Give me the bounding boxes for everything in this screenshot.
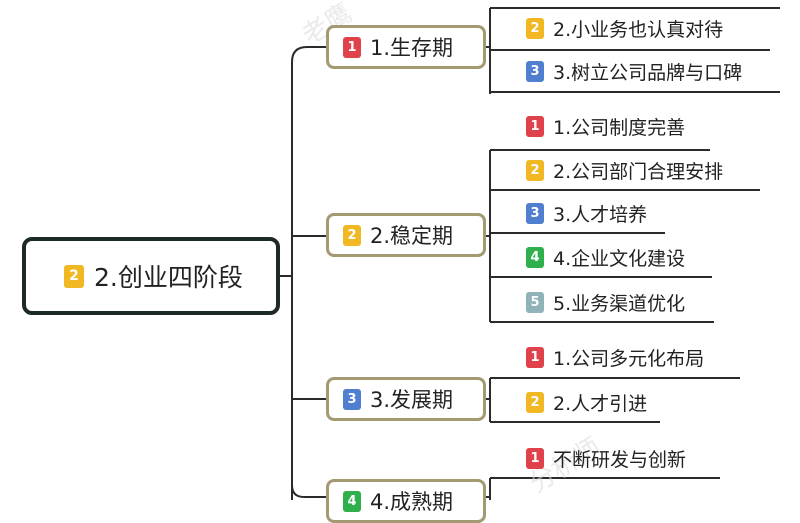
mind-map-canvas: 老鹰 分析师 2 2.创业四阶段 1 1.生存期 2 2.稳定期 3 3.发展期… xyxy=(22,0,780,523)
stage-node-1[interactable]: 1 1.生存期 xyxy=(326,25,486,69)
priority-badge: 3 xyxy=(526,202,544,224)
stage-label: 3.发展期 xyxy=(370,388,454,412)
root-label: 2.创业四阶段 xyxy=(94,263,243,292)
leaf-node[interactable]: 1 不断研发与创新 xyxy=(490,438,686,478)
priority-badge: 5 xyxy=(526,291,544,313)
leaf-label: 1.公司制度完善 xyxy=(553,116,686,139)
leaf-node[interactable]: 1 1.公司制度完善 xyxy=(490,106,685,146)
leaf-node[interactable]: 1 1.公司多元化布局 xyxy=(490,337,704,377)
connector-stage4-leaves xyxy=(486,477,720,500)
priority-badge: 1 xyxy=(526,346,544,368)
priority-badge: 1 xyxy=(526,115,544,137)
priority-badge: 2 xyxy=(526,391,544,413)
stage-node-2[interactable]: 2 2.稳定期 xyxy=(326,213,486,257)
stage-node-4[interactable]: 4 4.成熟期 xyxy=(326,479,486,523)
leaf-label: 2.小业务也认真对待 xyxy=(553,18,724,41)
leaf-node[interactable]: 2 2.公司部门合理安排 xyxy=(490,150,723,190)
priority-badge: 2 xyxy=(526,17,544,39)
leaf-label: 3.人才培养 xyxy=(553,203,648,226)
leaf-label: 3.树立公司品牌与口碑 xyxy=(553,61,743,84)
leaf-node[interactable]: 2 2.人才引进 xyxy=(490,382,647,422)
leaf-label: 不断研发与创新 xyxy=(553,448,687,471)
stage-label: 2.稳定期 xyxy=(370,224,454,248)
priority-badge: 2 xyxy=(343,224,361,246)
priority-badge: 4 xyxy=(343,490,361,512)
leaf-node[interactable]: 3 3.人才培养 xyxy=(490,193,647,233)
leaf-label: 5.业务渠道优化 xyxy=(553,292,686,315)
leaf-label: 1.公司多元化布局 xyxy=(553,347,705,370)
connector-stage1-leaves xyxy=(486,7,780,94)
leaf-label: 2.公司部门合理安排 xyxy=(553,160,724,183)
priority-badge: 2 xyxy=(526,159,544,181)
stage-label: 4.成熟期 xyxy=(370,490,454,514)
priority-badge: 3 xyxy=(343,388,361,410)
connector-spine xyxy=(291,46,326,500)
priority-badge: 1 xyxy=(526,447,544,469)
leaf-node[interactable]: 4 4.企业文化建设 xyxy=(490,237,685,277)
leaf-node[interactable]: 3 3.树立公司品牌与口碑 xyxy=(490,51,742,91)
stage-node-3[interactable]: 3 3.发展期 xyxy=(326,377,486,421)
priority-badge: 1 xyxy=(343,36,361,58)
leaf-label: 4.企业文化建设 xyxy=(553,247,686,270)
leaf-node[interactable]: 2 2.小业务也认真对待 xyxy=(490,8,723,48)
stage-label: 1.生存期 xyxy=(370,36,454,60)
priority-badge: 4 xyxy=(526,246,544,268)
connector-stage3-leaves xyxy=(486,377,740,423)
leaf-label: 2.人才引进 xyxy=(553,392,648,415)
leaf-node[interactable]: 5 5.业务渠道优化 xyxy=(490,282,685,322)
connector-lines xyxy=(280,7,780,500)
connector-stage2-leaves xyxy=(486,149,760,323)
connector-stage4 xyxy=(291,484,326,498)
priority-badge: 3 xyxy=(526,60,544,82)
priority-badge: 2 xyxy=(64,264,84,288)
root-node[interactable]: 2 2.创业四阶段 xyxy=(22,237,280,315)
